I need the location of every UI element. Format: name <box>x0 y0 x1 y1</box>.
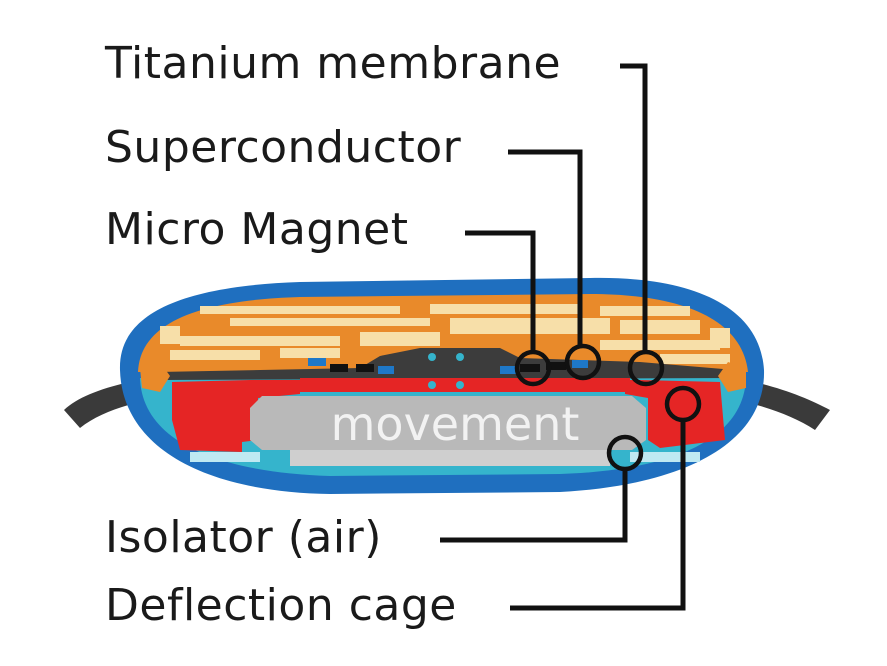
deflection-cage-region-right <box>625 380 725 448</box>
movement-block <box>250 396 646 450</box>
titanium-membrane-plate <box>158 348 735 380</box>
superconductor-callout-ring <box>564 343 602 381</box>
movement-base <box>290 450 610 466</box>
micro-magnet-leader <box>465 230 536 352</box>
deflection-cage-leader <box>510 420 686 611</box>
deflection-cage-region <box>172 380 300 452</box>
titanium-membrane-leader <box>620 63 648 352</box>
deflection-cage-top <box>300 378 630 392</box>
right-lug <box>718 362 746 392</box>
micro-magnets <box>308 353 588 389</box>
dial-panels <box>160 304 730 364</box>
micro-magnet-label: Micro Magnet <box>105 204 408 255</box>
superconductor-leader <box>508 149 583 346</box>
movement-label: movement <box>331 397 580 451</box>
isolator-leader <box>440 469 628 543</box>
left-lug <box>140 362 170 392</box>
titanium-membrane-label: Titanium membrane <box>104 38 561 89</box>
deflection-cage-label: Deflection cage <box>105 580 457 631</box>
superconductor-label: Superconductor <box>105 122 462 173</box>
isolator-label: Isolator (air) <box>105 512 382 563</box>
